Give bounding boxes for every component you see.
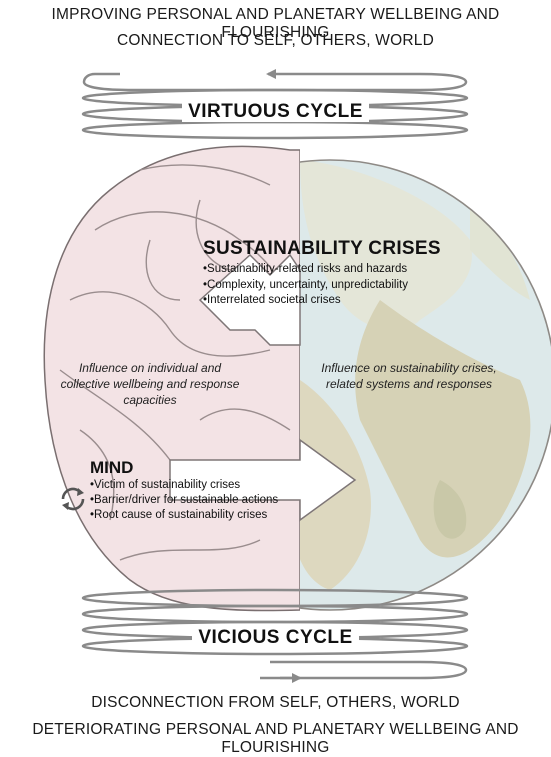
crises-item: Sustainability-related risks and hazards bbox=[203, 262, 408, 278]
mind-item: Victim of sustainability crises bbox=[90, 478, 278, 493]
mind-title: MIND bbox=[90, 458, 133, 478]
influence-on-crises-text: Influence on sustainability crises, rela… bbox=[318, 360, 500, 392]
influence-on-wellbeing-text: Influence on individual and collective w… bbox=[55, 360, 245, 408]
crises-item: Interrelated societal crises bbox=[203, 293, 408, 309]
virtuous-cycle-label: VIRTUOUS CYCLE bbox=[0, 101, 551, 123]
recycle-arrows-icon bbox=[57, 484, 89, 514]
footer-subtitle: DISCONNECTION FROM SELF, OTHERS, WORLD bbox=[0, 694, 551, 712]
footer-title: DETERIORATING PERSONAL AND PLANETARY WEL… bbox=[0, 721, 551, 757]
mind-list: Victim of sustainability crises Barrier/… bbox=[90, 478, 278, 523]
sustainability-crises-list: Sustainability-related risks and hazards… bbox=[203, 262, 408, 309]
crises-item: Complexity, uncertainty, unpredictabilit… bbox=[203, 278, 408, 294]
mind-item: Root cause of sustainability crises bbox=[90, 508, 278, 523]
sustainability-crises-title: SUSTAINABILITY CRISES bbox=[203, 238, 441, 260]
mind-item: Barrier/driver for sustainable actions bbox=[90, 493, 278, 508]
vicious-cycle-label: VICIOUS CYCLE bbox=[0, 627, 551, 649]
